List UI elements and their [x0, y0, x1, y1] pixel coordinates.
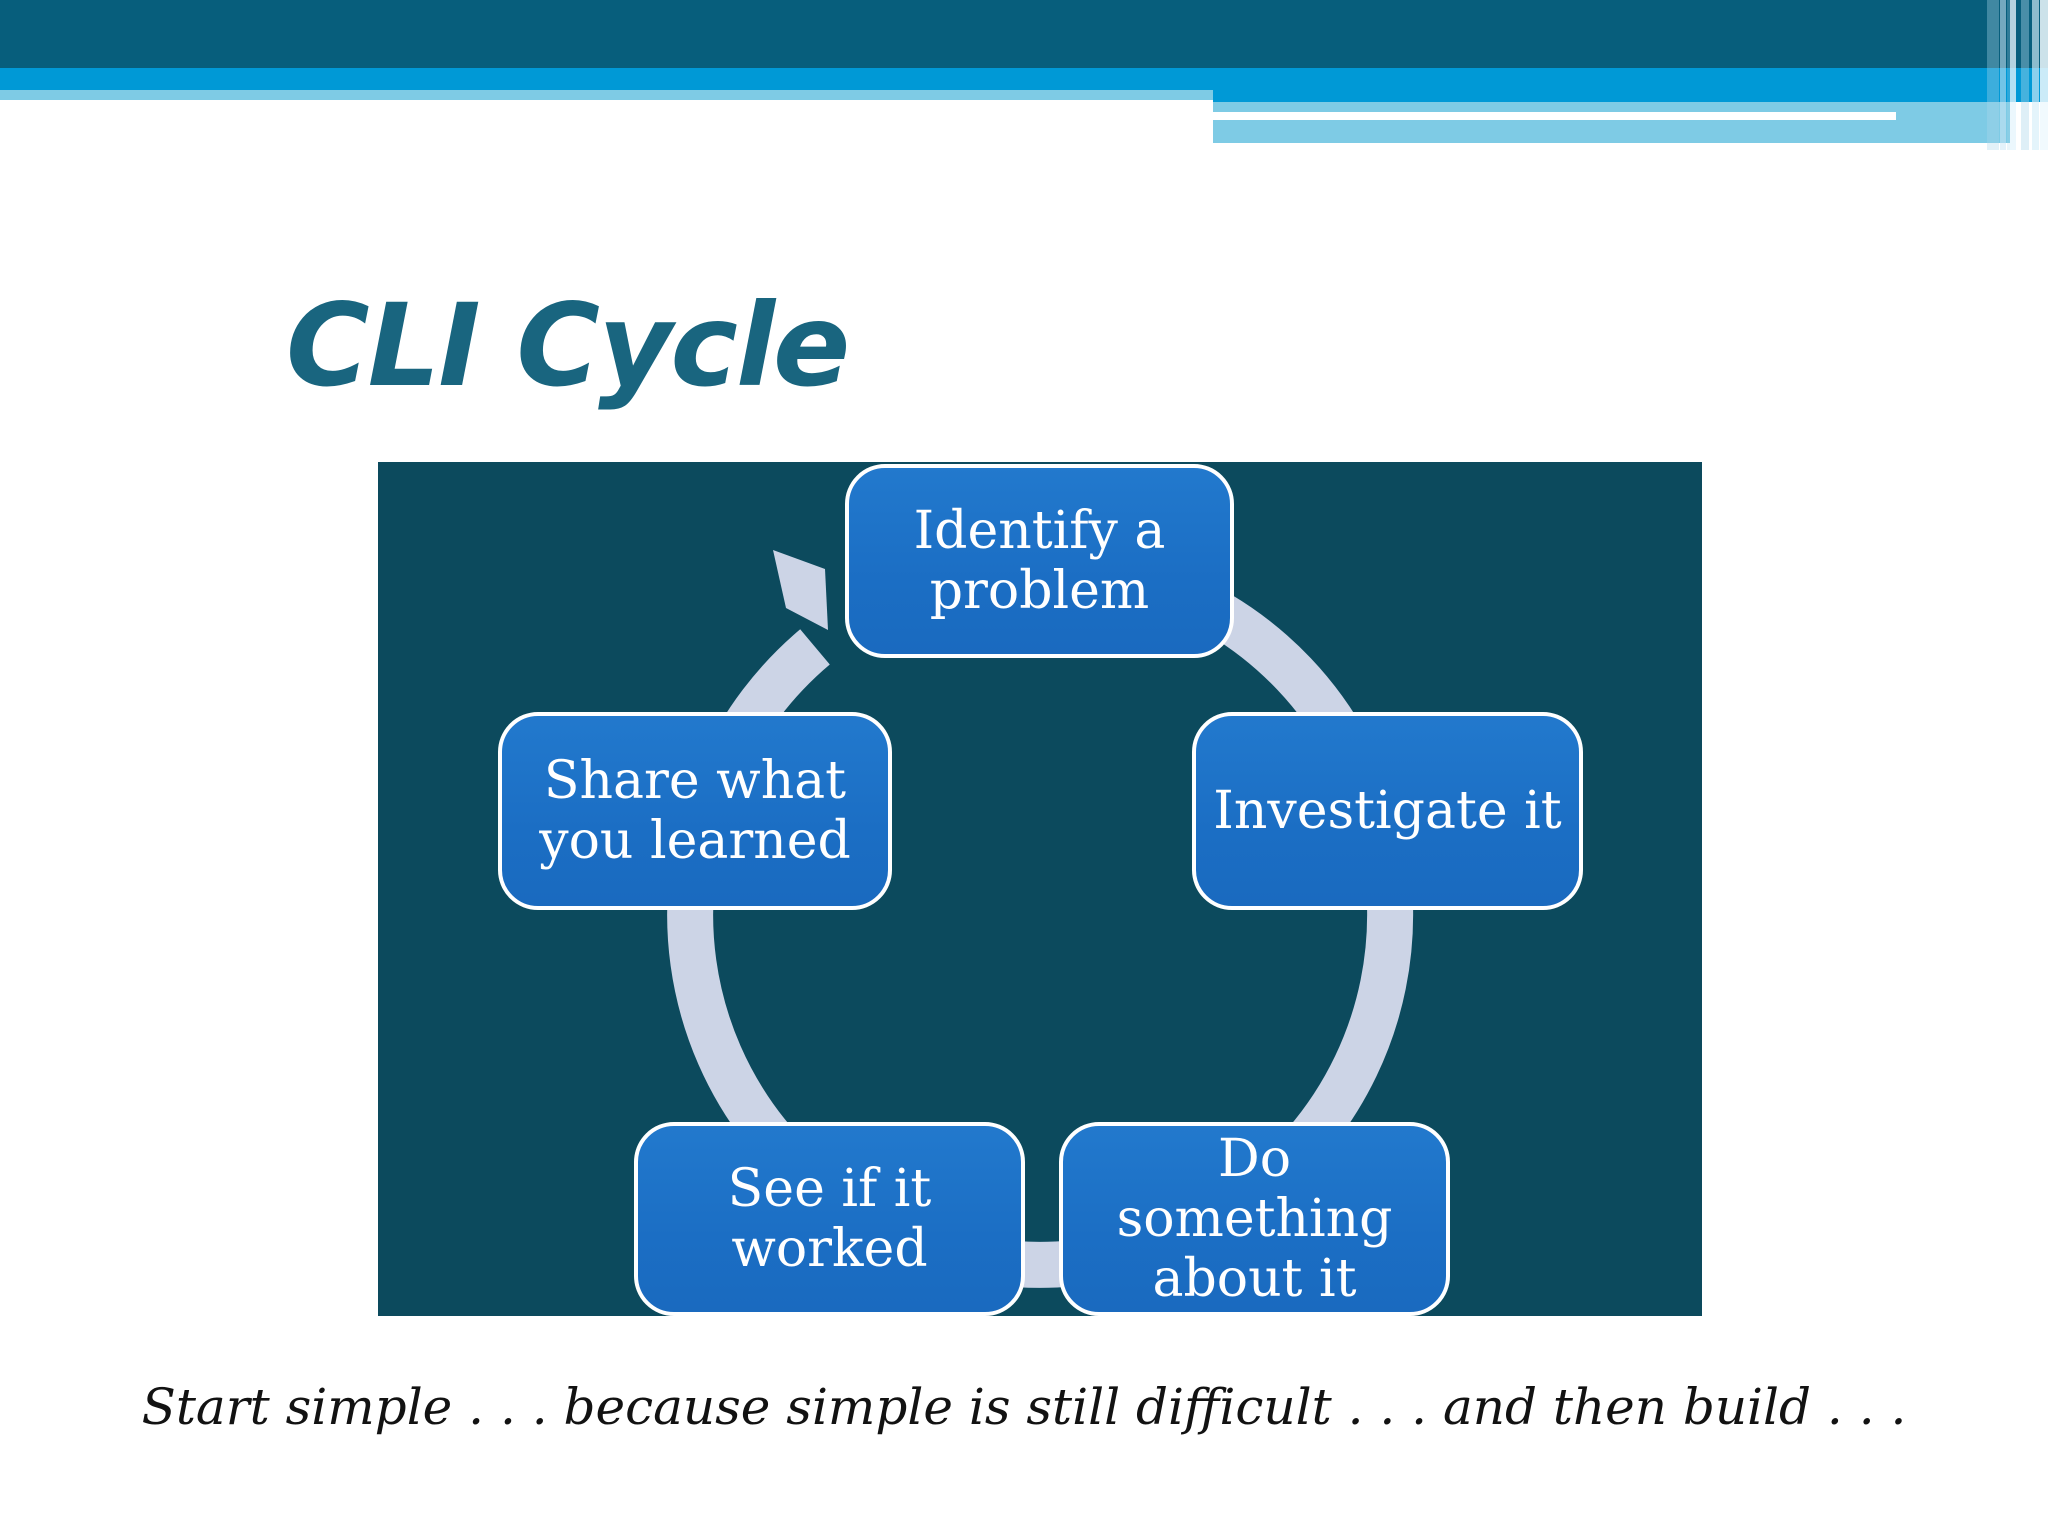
cycle-node-investigate-it: Investigate it [1192, 712, 1583, 910]
cycle-node-share-what-you-learned: Share what you learned [498, 712, 892, 910]
slide-caption: Start simple . . . because simple is sti… [141, 1378, 1907, 1436]
cycle-arrowhead-icon [773, 550, 828, 630]
header-decoration [0, 0, 2048, 160]
header-dark-band [0, 0, 2048, 68]
header-white-line [1213, 112, 1896, 120]
cycle-node-see-if-it-worked: See if it worked [634, 1122, 1025, 1316]
header-light-band-left [0, 90, 1213, 100]
cycle-diagram-panel: Identify a problem Investigate it Do som… [378, 462, 1702, 1316]
header-bright-band [0, 68, 2048, 90]
cycle-node-do-something-about-it: Do something about it [1059, 1122, 1450, 1316]
header-light-band-right [1213, 102, 2010, 143]
slide-title: CLI Cycle [286, 279, 850, 412]
header-bright-band-right [1213, 90, 2048, 102]
cycle-node-identify-a-problem: Identify a problem [845, 464, 1234, 658]
